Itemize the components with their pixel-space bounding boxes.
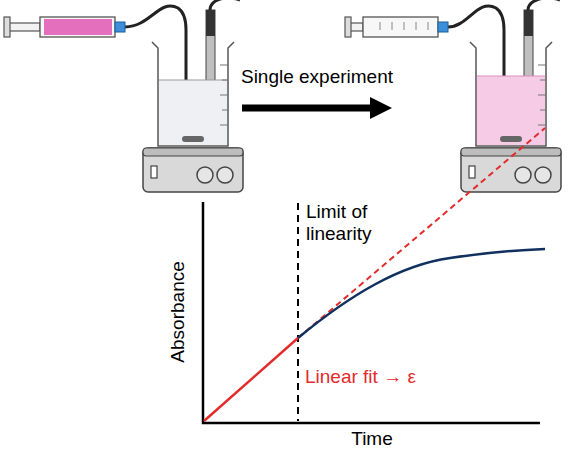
process-label: Single experiment <box>241 66 393 88</box>
absorbance-graph <box>203 128 545 423</box>
threshold-label: Limit of linearity <box>306 201 406 245</box>
axis-label: Time <box>351 428 393 450</box>
right-setup <box>345 0 561 192</box>
process-arrow <box>242 105 372 112</box>
left-setup <box>4 0 243 192</box>
axis-label: Absorbance <box>167 261 189 362</box>
fit-label: Linear fit → ε <box>305 366 416 388</box>
